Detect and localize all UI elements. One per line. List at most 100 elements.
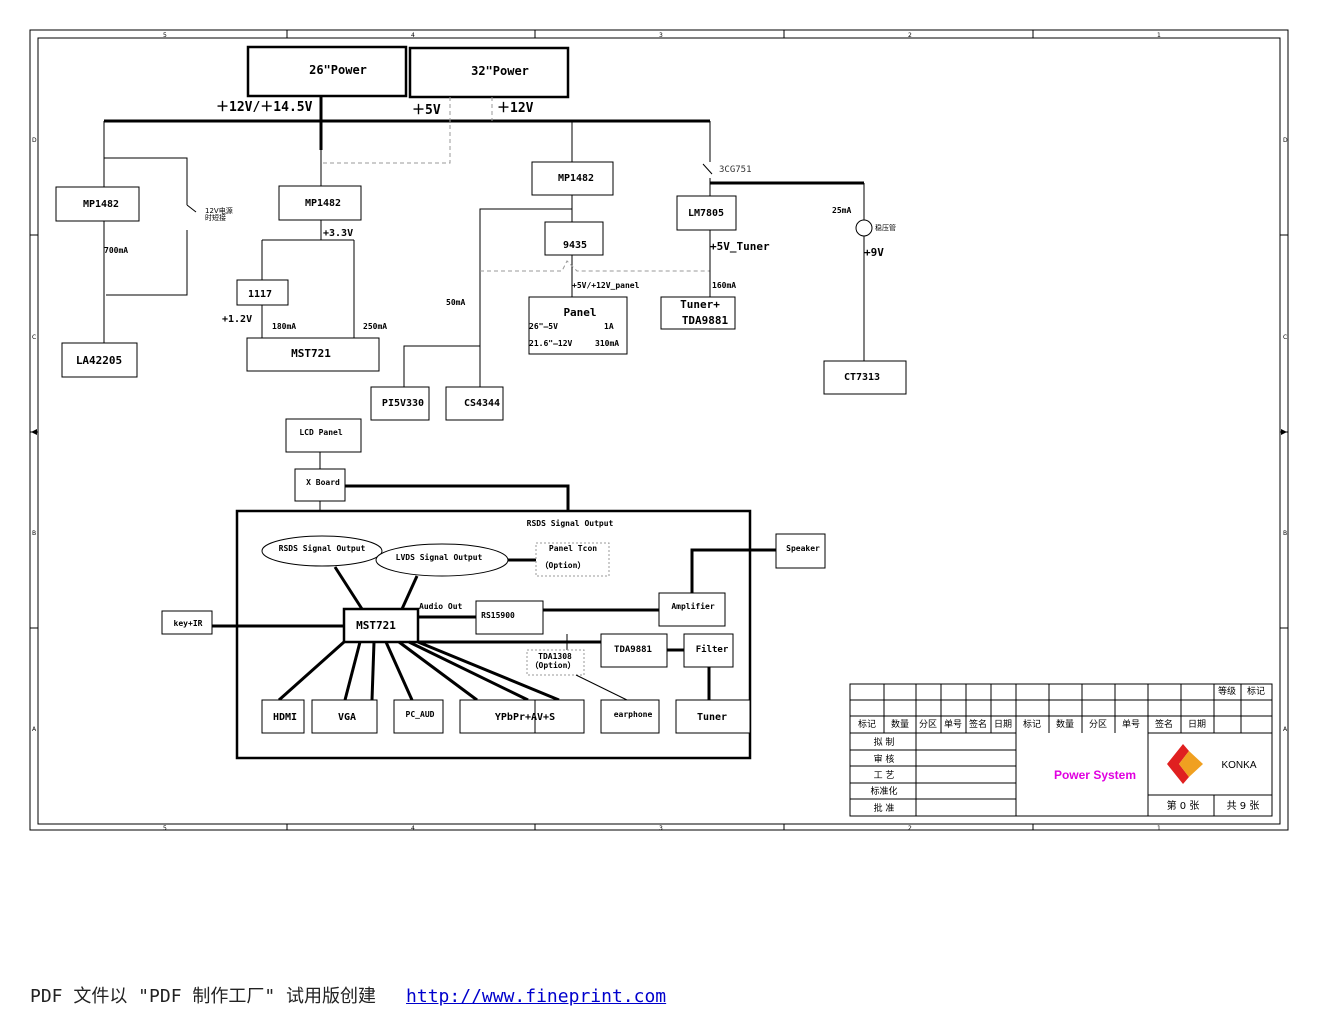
tb-col-header: 签名 (1155, 718, 1173, 730)
tb-mark: 标记 (1247, 685, 1265, 697)
tb-company: KONKA (1221, 760, 1256, 771)
rail-12v: ＋12V (497, 101, 534, 116)
frame-row-mark: D (32, 137, 37, 144)
la42205-box (61, 342, 138, 378)
ldo-1117-label: 1117 (248, 289, 272, 300)
tb-sheet-total: 共 9 张 (1227, 800, 1260, 812)
x-board-label: X Board (306, 478, 340, 487)
frame-row-mark: B (32, 530, 36, 537)
tuner-tda9881-line1: Tuner+ (680, 298, 720, 311)
current-160ma: 160mA (712, 281, 736, 290)
earphone-label: earphone (614, 710, 653, 719)
current-700ma: 700mA (104, 246, 128, 255)
tb-col-header: 标记 (858, 718, 876, 730)
filter-label: Filter (696, 644, 729, 655)
title-block: 等级 标记 标记 数量 分区 单号 签名 日期 标记 数量 分区 单号 签名 日… (849, 683, 1273, 817)
rs15900-label: RS15900 (481, 611, 515, 620)
frame-col-mark: 1 (1157, 32, 1161, 39)
rsds-ellipse-label: RSDS Signal Output (279, 543, 366, 553)
rail-panel: +5V/+12V_panel (572, 281, 640, 290)
tb-col-header: 日期 (994, 719, 1012, 730)
tb-col-header: 单号 (1122, 718, 1140, 730)
la42205-label: LA42205 (76, 354, 122, 367)
tb-col-header: 数量 (891, 718, 909, 730)
power-32-box (408, 46, 570, 99)
vga-label: VGA (338, 712, 356, 723)
power-26-label: 26"Power (309, 63, 367, 77)
lcd-panel-label: LCD Panel (299, 428, 343, 437)
tb-col-header: 标记 (1023, 718, 1041, 730)
signal-diagram: LCD Panel X Board RSDS Signal Output RSD… (161, 418, 826, 760)
tb-sheet-no: 第 0 张 (1167, 799, 1200, 812)
rail-1v2: +1.2V (222, 314, 252, 325)
mp1482-right (531, 161, 614, 196)
ct7313-box (823, 360, 907, 395)
mp1482-right-label: MP1482 (558, 173, 594, 184)
tb-col-header: 签名 (969, 718, 987, 730)
ypbpr-label: YPbPr+AV+S (495, 712, 555, 723)
tuner-label: Tuner (697, 712, 727, 723)
tda1308-box (526, 649, 585, 676)
drawing-frame: 5 4 3 2 1 5 4 3 2 1 D C B A D C B A (29, 29, 1289, 832)
mp1482-left (55, 186, 140, 222)
power-tree: 26"Power 32"Power ＋12V/＋14.5V ＋5V ＋12V M… (55, 45, 907, 421)
panel-216-voltage: 21.6"—12V (529, 339, 573, 348)
lvds-ellipse-label: LVDS Signal Output (396, 552, 483, 562)
hdmi-label: HDMI (273, 712, 297, 723)
konka-logo-icon (1167, 744, 1203, 784)
audio-out-label: Audio Out (419, 601, 463, 611)
switch-9435-label: 9435 (563, 240, 587, 251)
panel-label: Panel (563, 306, 596, 319)
tda9881-label: TDA9881 (614, 645, 652, 655)
tb-process: 工 艺 (874, 770, 895, 781)
tb-approved: 批 准 (874, 802, 895, 814)
frame-row-mark: C (1283, 334, 1287, 341)
pi5v330-box (370, 386, 430, 421)
frame-col-mark: 4 (411, 825, 415, 832)
frame-col-mark: 5 (163, 32, 167, 39)
mst721-main-box (342, 607, 420, 644)
mst721-main-label: MST721 (356, 619, 396, 632)
x-board-box (294, 468, 346, 502)
switch-3cg751-label: 3CG751 (719, 165, 752, 175)
panel-26-voltage: 26"—5V (529, 322, 558, 331)
mp1482-center (278, 185, 362, 221)
pc-aud-label: PC_AUD (406, 710, 435, 719)
rail-12v-14v5: ＋12V/＋14.5V (216, 100, 313, 115)
tb-drafted: 拟 制 (874, 736, 895, 748)
power-32-label: 32"Power (471, 64, 529, 78)
frame-col-mark: 5 (163, 825, 167, 832)
tb-col-header: 单号 (944, 718, 962, 730)
mst721-power-box (246, 337, 380, 372)
mst721-power-label: MST721 (291, 347, 331, 360)
frame-row-mark: D (1283, 137, 1288, 144)
hdmi-box (261, 699, 305, 734)
vga-box (311, 699, 378, 734)
rsds-output-label: RSDS Signal Output (527, 518, 614, 528)
frame-row-mark: A (32, 726, 37, 733)
current-25ma: 25mA (832, 206, 851, 215)
note-12v: 12V电源 (205, 206, 233, 215)
lcd-panel-box (285, 418, 362, 453)
panel-box (528, 296, 628, 355)
frame-row-mark: C (32, 334, 36, 341)
power-26-box (246, 45, 408, 98)
tuner-box (675, 699, 751, 734)
tda1308-option: （Option） (531, 660, 576, 670)
switch-3cg751 (702, 163, 713, 175)
key-ir-label: key+IR (174, 619, 203, 628)
cs4344-label: CS4344 (464, 398, 500, 409)
mp1482-left-label: MP1482 (83, 199, 119, 210)
rs15900-box (475, 600, 544, 635)
tb-title: Power System (1054, 768, 1136, 782)
frame-col-mark: 3 (659, 32, 663, 39)
frame-col-mark: 4 (411, 32, 415, 39)
speaker-label: Speaker (786, 544, 820, 553)
current-250ma: 250mA (363, 322, 387, 331)
filter-box (683, 633, 734, 668)
switch-9435-box (544, 221, 604, 256)
footer-link[interactable]: http://www.fineprint.com (406, 986, 667, 1007)
tda1308-label: TDA1308 (538, 652, 572, 661)
panel-26-current: 1A (604, 322, 614, 331)
